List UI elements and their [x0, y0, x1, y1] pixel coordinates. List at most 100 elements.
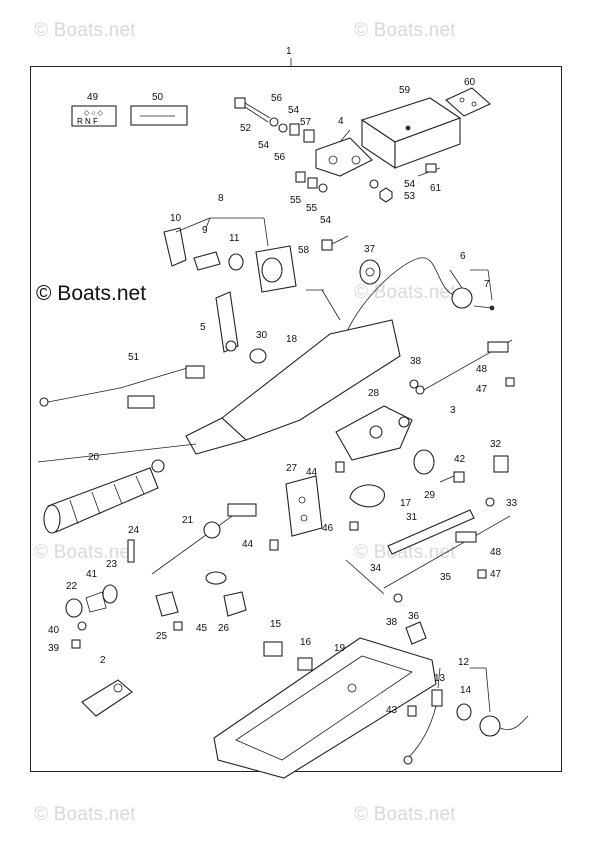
part-15 — [263, 641, 283, 657]
parts-22-23-41 — [65, 584, 118, 649]
label-56b: 56 — [274, 152, 286, 163]
label-55a: 55 — [290, 195, 302, 206]
label-35: 35 — [440, 572, 452, 583]
label-55b: 55 — [306, 203, 318, 214]
label-7: 7 — [484, 279, 490, 290]
plate-60 — [445, 87, 491, 117]
label-24: 24 — [128, 525, 140, 536]
screw-45 — [173, 621, 183, 631]
watermark-bottom-left: © Boats.net — [34, 804, 136, 825]
ring-33 — [485, 497, 495, 507]
label-58: 58 — [298, 245, 310, 256]
decal-49-text: R N F — [77, 117, 98, 126]
mount-bracket-59 — [360, 97, 462, 170]
watermark-mid-right-2: © Boats.net — [354, 542, 456, 563]
label-30: 30 — [256, 330, 268, 341]
switch-group-8 — [163, 227, 297, 293]
throttle-rod-51 — [39, 365, 205, 409]
label-38b: 38 — [386, 617, 398, 628]
label-5: 5 — [200, 322, 206, 333]
label-11: 11 — [229, 233, 240, 244]
bolt-52 — [234, 97, 271, 123]
label-33: 33 — [506, 498, 518, 509]
label-25: 25 — [156, 631, 168, 642]
linkage-28 — [335, 405, 413, 461]
decal-50 — [130, 105, 188, 126]
label-56a: 56 — [271, 93, 283, 104]
bracket-2 — [81, 679, 133, 717]
label-54b: 54 — [258, 140, 270, 151]
bracket-27 — [285, 475, 323, 537]
nut-53-washer-54 — [369, 179, 393, 203]
grommet-29 — [413, 449, 435, 475]
clamp-25 — [155, 591, 179, 617]
label-17: 17 — [400, 498, 412, 509]
label-2: 2 — [100, 655, 106, 666]
part-16 — [297, 657, 313, 671]
knob-14 — [456, 703, 472, 721]
label-13: 13 — [434, 673, 446, 684]
watermark-main: © Boats.net — [36, 282, 147, 305]
label-54c: 54 — [404, 179, 416, 190]
label-27: 27 — [286, 463, 298, 474]
label-22: 22 — [66, 581, 78, 592]
label-44a: 44 — [306, 467, 318, 478]
label-50: 50 — [152, 92, 164, 103]
label-54d: 54 — [320, 215, 332, 226]
base-19 — [213, 637, 437, 779]
label-52: 52 — [240, 123, 252, 134]
grommet-37 — [359, 259, 381, 285]
label-54a: 54 — [288, 105, 300, 116]
label-20: 20 — [88, 452, 100, 463]
label-28: 28 — [368, 388, 380, 399]
label-47b: 47 — [490, 569, 502, 580]
assembly-frame — [30, 66, 562, 772]
label-19: 19 — [334, 643, 346, 654]
label-15: 15 — [270, 619, 282, 630]
screw-47b — [477, 569, 487, 579]
lanyard-13 — [403, 689, 443, 765]
clip-26 — [205, 571, 247, 617]
label-48a: 48 — [476, 364, 488, 375]
bushing-36 — [405, 621, 427, 645]
watermark-top-left: © Boats.net — [34, 20, 136, 41]
label-21: 21 — [182, 515, 194, 526]
screw-43 — [407, 705, 417, 717]
label-16: 16 — [300, 637, 312, 648]
label-43: 43 — [386, 705, 398, 716]
bracket-4 — [315, 137, 373, 177]
label-32: 32 — [490, 439, 502, 450]
watermark-mid-right-1: © Boats.net — [354, 282, 456, 303]
bracket-31 — [387, 509, 475, 555]
label-37: 37 — [364, 244, 376, 255]
bolt-58 — [321, 235, 349, 251]
label-48b: 48 — [490, 547, 502, 558]
label-18: 18 — [286, 334, 298, 345]
label-39: 39 — [48, 643, 60, 654]
watermark-bottom-right: © Boats.net — [354, 804, 456, 825]
decal-49: ◇ ○ ◇ R N F — [71, 105, 117, 127]
label-41: 41 — [86, 569, 98, 580]
label-45: 45 — [196, 623, 208, 634]
label-51: 51 — [128, 352, 140, 363]
label-49: 49 — [87, 92, 99, 103]
label-38a: 38 — [410, 356, 422, 367]
stop-switch-12 — [479, 715, 529, 737]
label-44b: 44 — [242, 539, 254, 550]
label-53: 53 — [404, 191, 416, 202]
label-29: 29 — [424, 490, 436, 501]
label-10: 10 — [170, 213, 182, 224]
label-59: 59 — [399, 85, 411, 96]
svg-text:◇ ○ ◇: ◇ ○ ◇ — [84, 110, 104, 117]
label-4: 4 — [338, 116, 344, 127]
throttle-grip-20 — [43, 459, 165, 534]
label-36: 36 — [408, 611, 420, 622]
label-8: 8 — [218, 193, 224, 204]
bolt-42 — [439, 471, 465, 483]
clip-38b — [393, 593, 403, 603]
label-40: 40 — [48, 625, 60, 636]
label-9: 9 — [202, 225, 208, 236]
label-42: 42 — [454, 454, 466, 465]
label-46: 46 — [322, 523, 334, 534]
